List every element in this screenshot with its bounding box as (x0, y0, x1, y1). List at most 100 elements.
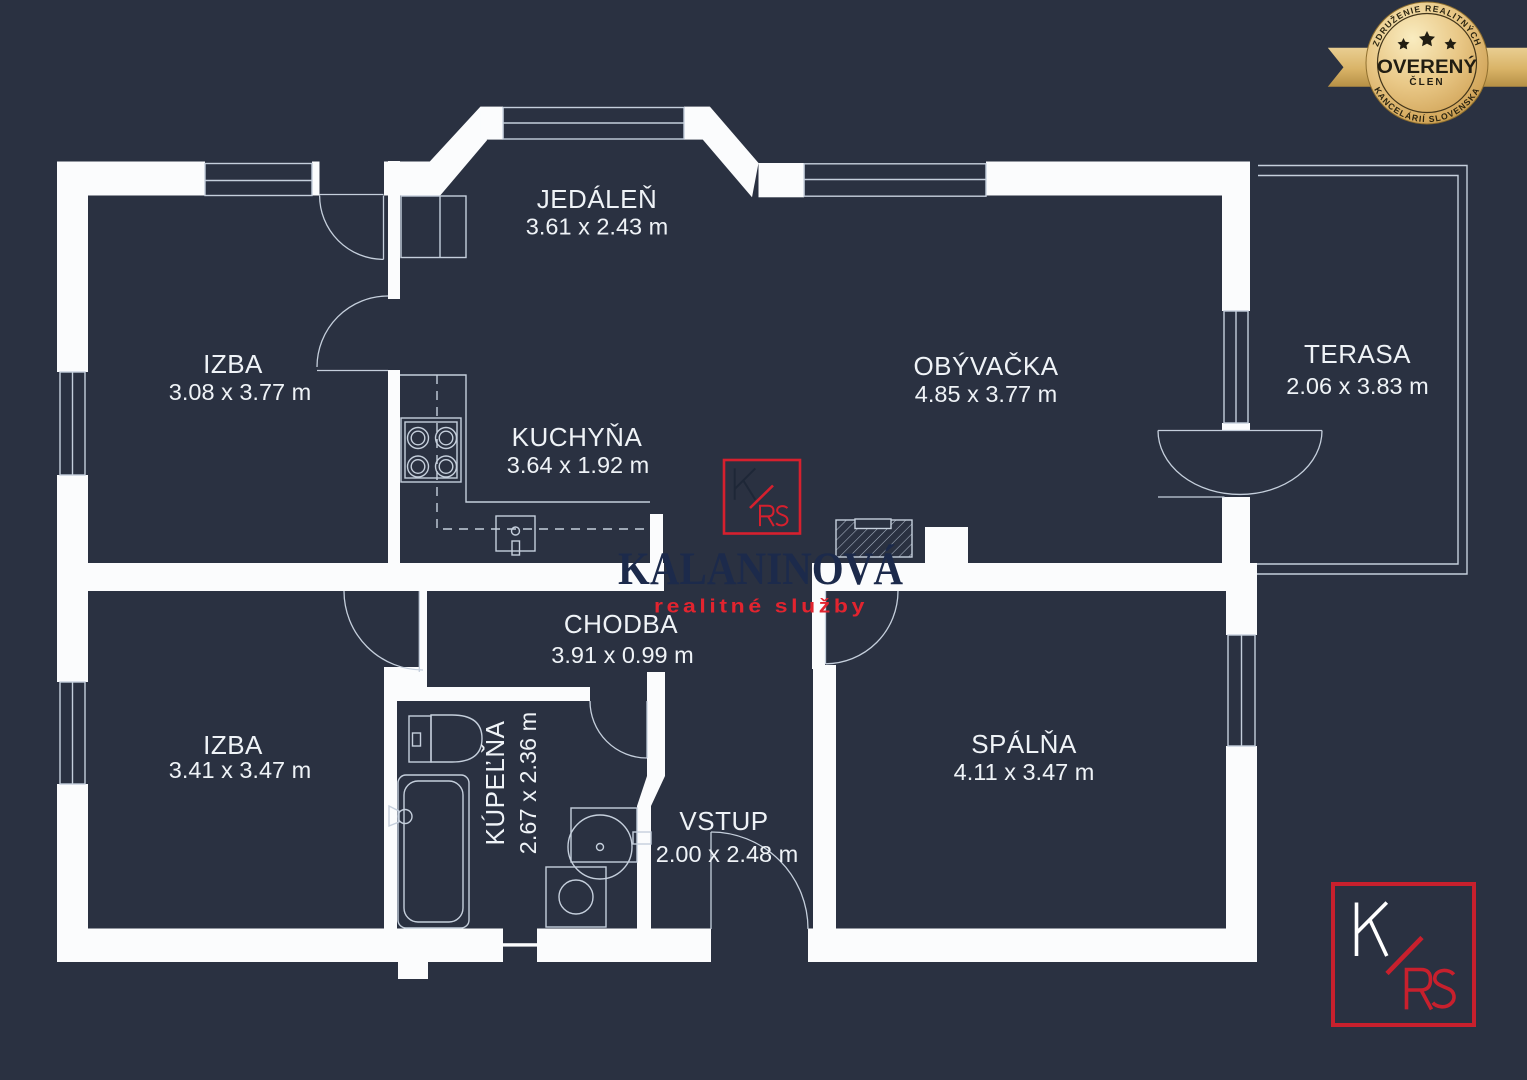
washbasin-bowl (567, 814, 633, 880)
wall-top-right-a (758, 163, 805, 198)
room-dims-spalna: 4.11 x 3.47 m (954, 759, 1095, 785)
room-name-vstup: VSTUP (679, 806, 768, 836)
wall-right-sill (1222, 423, 1250, 431)
window-kupelna-bottom (503, 943, 537, 947)
bathtub-inner (403, 780, 464, 923)
room-name-spalna: SPÁLŇA (971, 729, 1077, 759)
washbasin-counter (570, 807, 638, 863)
badge-stars (1397, 31, 1457, 50)
room-name-kuchyna: KUCHYŇA (512, 422, 643, 452)
bathtub-outer (397, 774, 470, 929)
room-dims-terasa: 2.06 x 3.83 m (1286, 373, 1428, 399)
room-labels: JEDÁLEŇ 3.61 x 2.43 m IZBA 3.08 x 3.77 m… (169, 184, 1429, 867)
badge-main-text: OVERENÝ (1377, 56, 1477, 78)
room-dims-izba-bottom: 3.41 x 3.47 m (169, 757, 311, 783)
kitchen-counter (400, 374, 650, 503)
stove-burner-4-inner (438, 459, 454, 475)
terasa-outline-inner (1257, 174, 1459, 565)
room-name-izba-bottom: IZBA (203, 730, 263, 760)
logo-corner-rs (1404, 967, 1456, 1011)
wall-spalna-right-b (1226, 746, 1257, 962)
logo-corner-slash (1385, 935, 1424, 976)
wall-bottom-a (57, 928, 503, 962)
chimney-notch (854, 518, 892, 530)
badge-star-left (1397, 38, 1410, 50)
watermark-brand: KALANINOVÁ (618, 543, 903, 595)
door-leaf-spalna (812, 591, 825, 669)
door-arc-terasa (1157, 430, 1323, 496)
bathtub-tap (397, 808, 413, 825)
window-izba1 (204, 162, 313, 197)
door-arc-izba1-top (318, 195, 384, 261)
room-dims-jedalen: 3.61 x 2.43 m (526, 214, 668, 240)
room-name-chodba: CHODBA (564, 609, 678, 639)
watermark: KALANINOVÁ realitné služby (618, 543, 903, 618)
badge-ribbon-right (1478, 47, 1527, 87)
wall-top-left-b-and-bay-diagonal (384, 106, 487, 196)
wall-right-a (1222, 193, 1250, 311)
stove-inner (404, 421, 458, 479)
washing-machine-drum (558, 879, 594, 915)
wall-izba1-right-a (388, 161, 400, 299)
room-label-kupelna: KÚPEĽŇA 2.67 x 2.36 m (480, 712, 541, 854)
stove-outer (400, 417, 462, 483)
wall-stub-obyvacka (925, 527, 968, 564)
door-leaf-izba2 (419, 563, 427, 672)
logo-krs-center (722, 458, 802, 535)
badge-overeny: ZDRUŽENIE REALITNÝCH KANCELÁRIÍ SLOVENSK… (1327, 1, 1527, 125)
room-dims-kuchyna: 3.64 x 1.92 m (507, 452, 649, 478)
wardrobe-jedalen (400, 195, 467, 259)
stove-burner-2 (434, 426, 458, 450)
room-dims-kupelna: 2.67 x 2.36 m (515, 712, 541, 854)
door-arc-izba2 (343, 590, 424, 671)
room-dims-obyvacka: 4.85 x 3.77 m (915, 381, 1057, 407)
stove-burner-3-inner (410, 459, 426, 475)
wall-spalna-right-a (1226, 563, 1257, 635)
wall-bottom-stub (398, 960, 428, 979)
toilet-button (411, 732, 422, 747)
wall-bay-top-a (480, 106, 504, 140)
room-name-jedalen: JEDÁLEŇ (537, 184, 658, 214)
wall-bottom-b (537, 928, 711, 962)
wall-top-right-b (986, 161, 1250, 196)
kitchen-counter-dashed (436, 375, 650, 530)
sink-handle (511, 540, 521, 556)
door-arc-izba1-side (316, 295, 389, 368)
badge-sub-text: ČLEN (1409, 75, 1444, 88)
logo-center-frame (722, 458, 802, 535)
badge-star-right (1444, 38, 1457, 50)
doors (316, 193, 1323, 930)
stove-burner-2-inner (438, 430, 454, 446)
door-arc-spalna (825, 590, 899, 665)
washbasin-tap (632, 831, 652, 845)
wall-kupelna-left (384, 667, 397, 929)
wall-middle-a (57, 563, 419, 591)
wall-kitchen-stub (650, 514, 663, 591)
room-name-kupelna: KÚPEĽŇA (480, 720, 510, 845)
stove-burner-1-inner (410, 430, 426, 446)
wall-middle-c (812, 563, 1229, 591)
stove-burner-4 (434, 455, 458, 478)
watermark-tagline: realitné služby (654, 597, 868, 618)
terasa-outline-outer (1257, 164, 1468, 575)
badge-inner-ring (1376, 12, 1478, 114)
details (59, 106, 1468, 947)
badge-ribbon-left (1327, 47, 1376, 87)
stove-burner-3 (406, 455, 430, 478)
washbasin-drain (595, 842, 605, 852)
room-dims-vstup: 2.00 x 2.48 m (656, 841, 798, 867)
room-dims-izba-top: 3.08 x 3.77 m (169, 379, 311, 405)
toilet-bowl (430, 714, 483, 763)
logo-center-slash (749, 484, 774, 509)
room-dims-chodba: 3.91 x 0.99 m (551, 642, 693, 668)
wall-right-b (1222, 497, 1250, 563)
logo-center-k (733, 467, 757, 501)
logo-center-rs (759, 504, 789, 527)
logo-krs-corner (1331, 882, 1476, 1027)
logo-corner-frame (1331, 882, 1476, 1027)
logo-corner-k (1354, 901, 1389, 957)
wall-bay-diagonal-right (702, 106, 759, 198)
